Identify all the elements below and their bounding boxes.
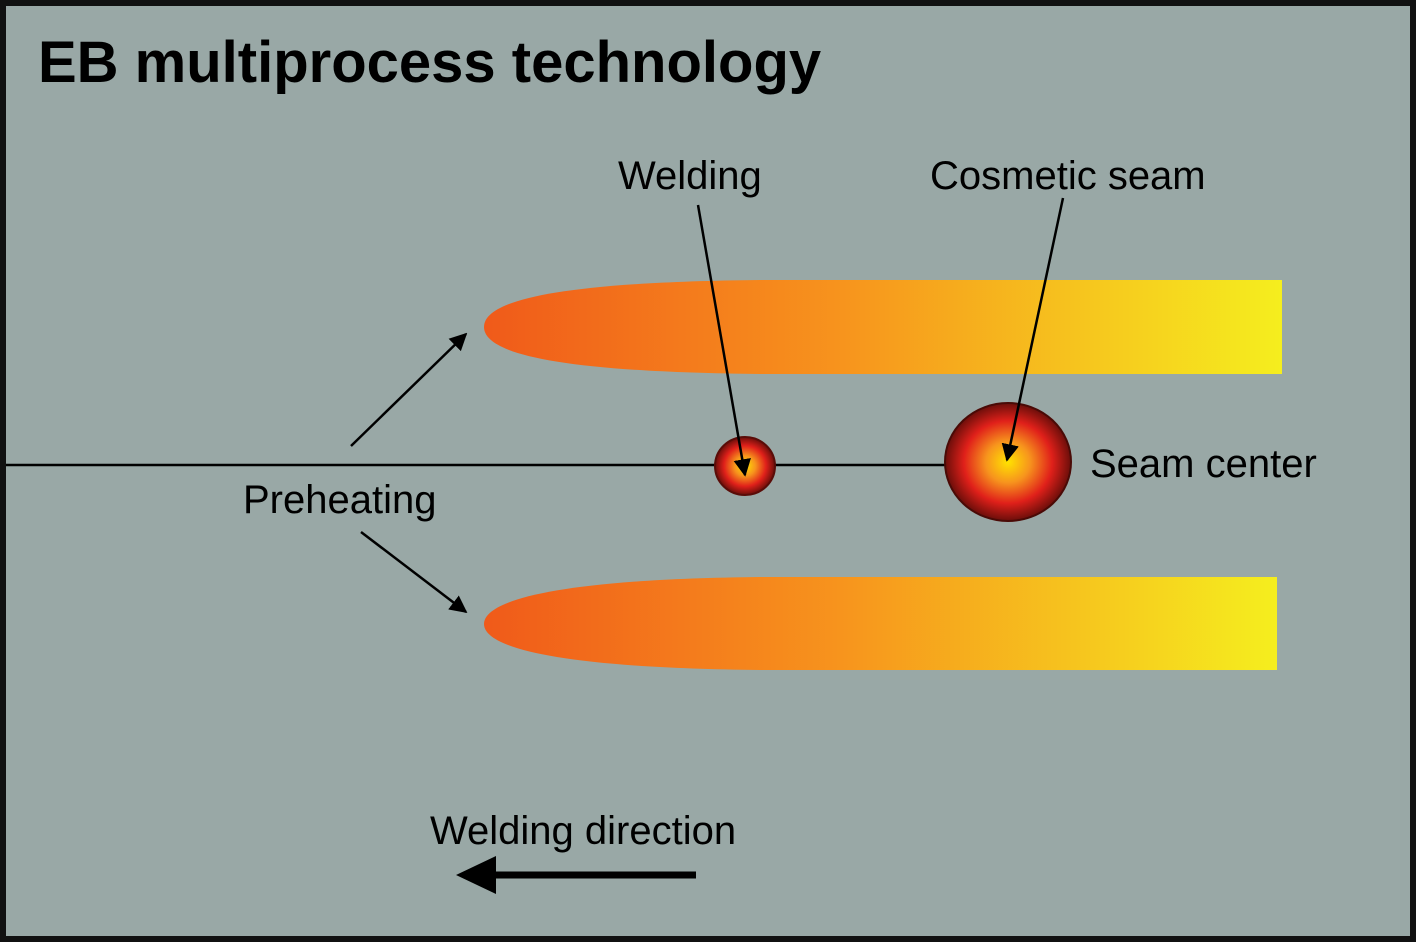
lower-preheating-band [484,577,1277,670]
seam-center-label: Seam center [1090,442,1317,486]
welding-direction-arrow [456,856,696,894]
welding-pointer-arrow [696,204,751,477]
cosmetic-seam-label: Cosmetic seam [930,154,1206,198]
upper-preheating-band [484,280,1282,374]
welding-label: Welding [618,154,762,198]
welding-spot [714,436,776,496]
preheating-upper-arrow [350,332,468,447]
cosmetic-seam-pointer-arrow [1001,197,1065,462]
diagram-title: EB multiprocess technology [38,30,821,95]
preheating-label: Preheating [243,478,436,522]
welding-direction-label: Welding direction [430,809,736,853]
preheating-lower-arrow [360,531,468,614]
cosmetic-seam-spot [944,402,1072,522]
